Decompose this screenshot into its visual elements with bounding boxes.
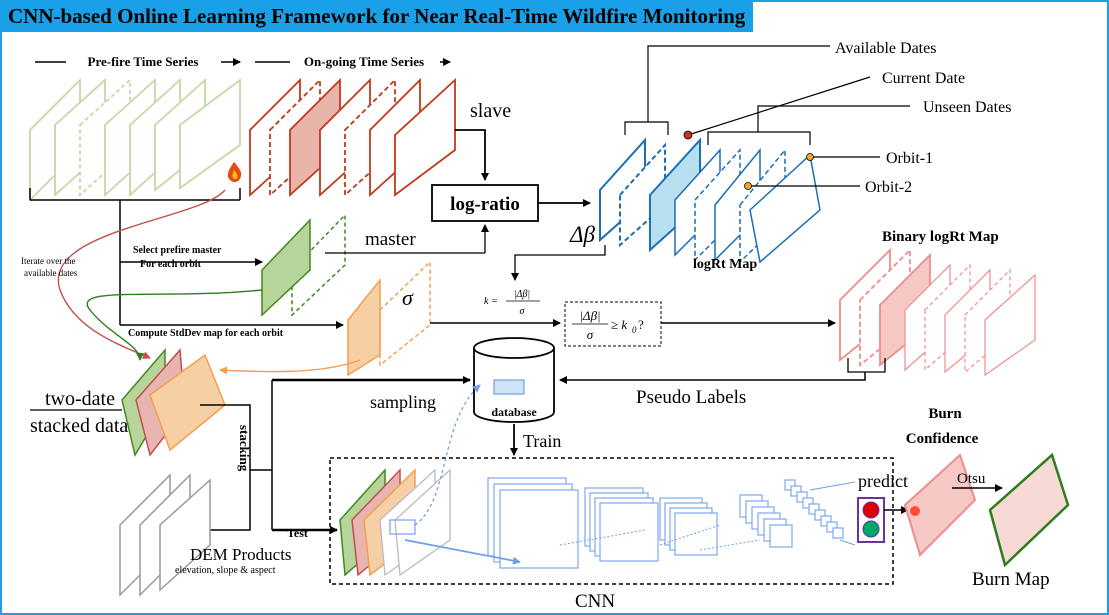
cnn-connectors	[559, 524, 761, 551]
burn-conf-label-1: Burn	[928, 406, 962, 422]
sigma-label: σ	[402, 285, 414, 310]
log-ratio-box: log-ratio	[431, 184, 539, 222]
sigma-image	[347, 260, 431, 377]
cnn-box	[329, 457, 894, 585]
binary-map-label: Binary logRt Map	[882, 229, 999, 245]
stacking-lines	[200, 376, 471, 534]
ongoing-series-header: On-going Time Series	[255, 52, 451, 70]
select-master-line1: Select prefire master	[133, 245, 222, 256]
logrt-map-label: logRt Map	[693, 257, 757, 272]
svg-text:σ: σ	[520, 306, 526, 317]
svg-text:≥ k: ≥ k	[611, 317, 627, 332]
cnn-input-stack	[339, 468, 451, 577]
master-label: master	[365, 229, 416, 250]
two-date-label-1: two-date	[45, 388, 115, 410]
fire-icon	[227, 162, 242, 183]
threshold-box: |Δβ| σ ≥ k 0 ?	[564, 301, 662, 347]
dem-label: DEM Products	[190, 545, 292, 564]
logrt-image-stack	[599, 137, 821, 264]
iterate-line1: Iterate over the	[21, 256, 75, 266]
available-dates-label: Available Dates	[835, 40, 936, 57]
select-master-line2: For each orbit	[140, 259, 202, 270]
pseudo-labels-label: Pseudo Labels	[636, 387, 746, 408]
svg-text:?: ?	[638, 317, 644, 332]
dem-stack	[119, 473, 211, 597]
two-date-stack	[121, 347, 226, 457]
burn-confidence-map	[903, 453, 977, 557]
database-label: database	[491, 405, 537, 419]
otsu-label: Otsu	[957, 471, 986, 487]
master-image	[261, 213, 346, 317]
orbit2-label: Orbit-2	[865, 179, 912, 196]
sampling-label: sampling	[370, 392, 436, 412]
two-date-label-2: stacked data	[30, 415, 128, 437]
iterate-line2: available dates	[24, 268, 78, 278]
branch-lines	[119, 200, 344, 329]
svg-text:|Δβ|: |Δβ|	[579, 308, 600, 323]
diagram-title: CNN-based Online Learning Framework for …	[0, 0, 754, 32]
unseen-dates-label: Unseen Dates	[923, 99, 1011, 116]
svg-text:σ: σ	[587, 327, 594, 342]
cnn-layers	[487, 477, 844, 569]
output-nodes	[857, 497, 885, 543]
k-formula: k = |Δβ| σ	[484, 289, 540, 317]
prefire-series-label: Pre-fire Time Series	[88, 54, 199, 69]
slave-label: slave	[470, 100, 511, 122]
svg-text:|Δβ|: |Δβ|	[514, 289, 530, 300]
prefire-series-header: Pre-fire Time Series	[35, 52, 241, 70]
date-annotations	[624, 45, 910, 187]
database-icon: database	[473, 337, 555, 423]
stacking-label: stacking	[237, 425, 252, 472]
binary-map-stack	[839, 247, 1036, 377]
ongoing-series-label: On-going Time Series	[304, 54, 424, 69]
log-ratio-label: log-ratio	[450, 194, 520, 215]
burn-map-label: Burn Map	[972, 569, 1050, 590]
svg-text:k =: k =	[484, 296, 498, 307]
stddev-label: Compute StdDev map for each orbit	[128, 328, 284, 339]
dem-sub-label: elevation, slope & aspect	[175, 565, 276, 576]
prefire-image-stack	[29, 77, 241, 203]
burn-map	[988, 452, 1070, 568]
ongoing-image-stack	[249, 77, 456, 198]
test-label: Test	[287, 526, 308, 540]
predict-label: predict	[858, 471, 908, 491]
delta-beta-label: Δβ	[569, 222, 595, 247]
cnn-label: CNN	[575, 591, 615, 612]
current-date-label: Current Date	[882, 70, 965, 87]
orbit1-label: Orbit-1	[886, 150, 933, 167]
svg-text:0: 0	[632, 325, 637, 335]
burn-conf-label-2: Confidence	[906, 431, 979, 447]
train-label: Train	[523, 431, 561, 451]
